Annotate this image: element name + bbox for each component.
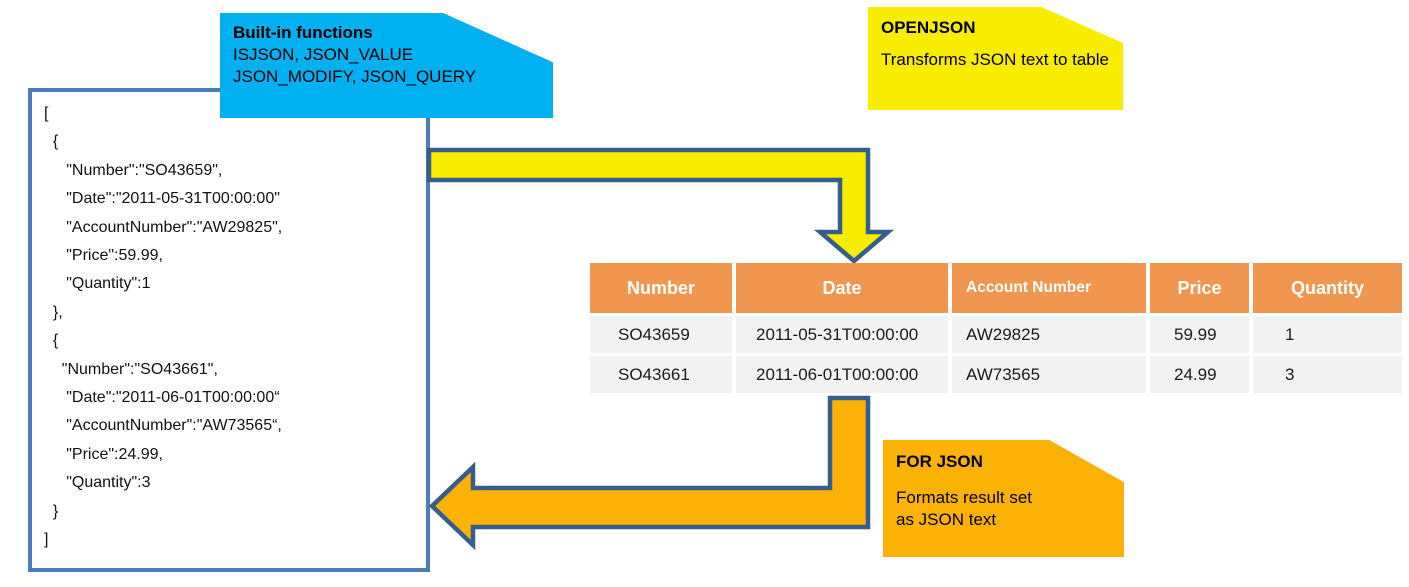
table-row: 2011-06-01T00:00:00 [736, 356, 948, 393]
table-row: 1 [1253, 316, 1402, 353]
column-header-account-number: Account Number [952, 263, 1146, 313]
table-row: 59.99 [1150, 316, 1249, 353]
openjson-callout: OPENJSON Transforms JSON text to table [868, 7, 1123, 110]
builtin-functions-line2: JSON_MODIFY, JSON_QUERY [233, 67, 477, 86]
table-row: 3 [1253, 356, 1402, 393]
table-row: 2011-05-31T00:00:00 [736, 316, 948, 353]
forjson-description: Formats result set as JSON text [896, 488, 1033, 529]
table-row: SO43659 [590, 316, 732, 353]
builtin-functions-title: Built-in functions [233, 23, 373, 42]
column-header-number: Number [590, 263, 732, 313]
forjson-callout: FOR JSON Formats result set as JSON text [883, 440, 1124, 557]
json-text: [ { "Number":"SO43659", "Date":"2011-05-… [44, 105, 283, 549]
column-header-date: Date [736, 263, 948, 313]
table-row: 24.99 [1150, 356, 1249, 393]
builtin-functions-callout: Built-in functions ISJSON, JSON_VALUE JS… [220, 13, 553, 118]
builtin-functions-line1: ISJSON, JSON_VALUE [233, 45, 414, 64]
table-row: AW73565 [952, 356, 1146, 393]
json-text-box: [ { "Number":"SO43659", "Date":"2011-05-… [28, 88, 430, 572]
result-table: Number Date Account Number Price Quantit… [590, 263, 1402, 393]
column-header-price: Price [1150, 263, 1249, 313]
column-header-quantity: Quantity [1253, 263, 1402, 313]
forjson-title: FOR JSON [896, 452, 983, 471]
forjson-flow-arrow [428, 395, 871, 551]
openjson-description: Transforms JSON text to table [881, 50, 1109, 69]
openjson-flow-arrow [426, 147, 895, 264]
openjson-title: OPENJSON [881, 18, 976, 37]
table-row: AW29825 [952, 316, 1146, 353]
table-row: SO43661 [590, 356, 732, 393]
